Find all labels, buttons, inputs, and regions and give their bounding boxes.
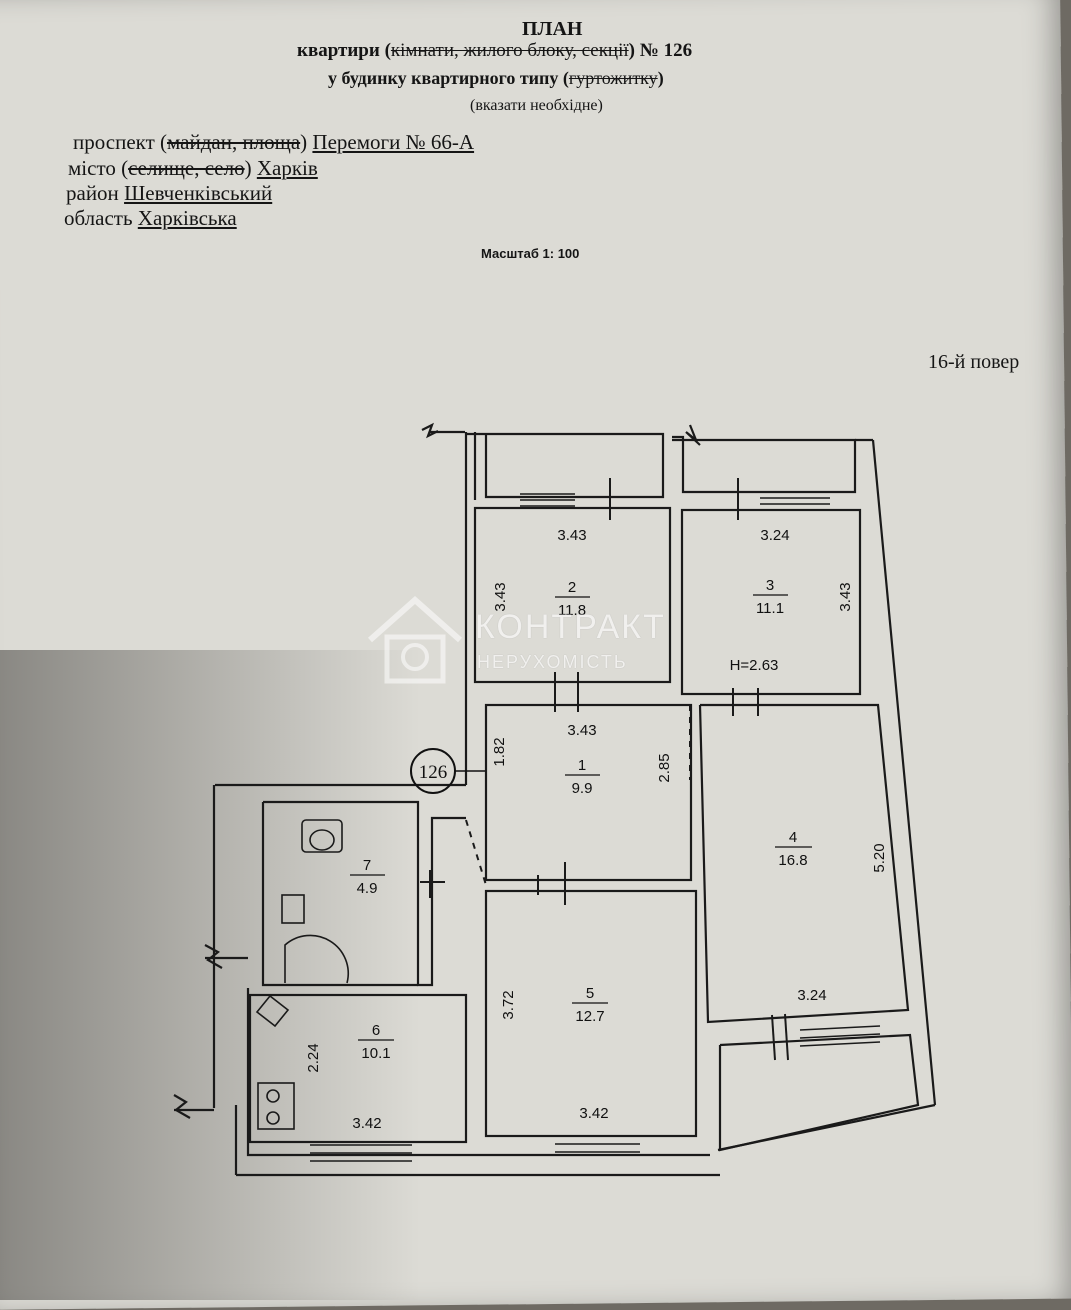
header-line2-struck: гуртожитку bbox=[568, 68, 658, 88]
fridge-icon bbox=[255, 994, 290, 1028]
room-1-area: 9.9 bbox=[572, 780, 593, 797]
header-line2-suffix: ) bbox=[657, 68, 664, 88]
dim-r5-side: 3.72 bbox=[500, 990, 517, 1019]
height-label: H=2.63 bbox=[730, 657, 779, 674]
watermark-line1: КОНТРАКТ bbox=[475, 608, 666, 646]
room-2-number: 2 bbox=[568, 579, 576, 596]
room-6-label: 6 10.1 bbox=[358, 1022, 394, 1062]
address-region: область Харківська bbox=[64, 206, 237, 231]
district-value: Шевченківський bbox=[124, 181, 273, 205]
room-7-label: 7 4.9 bbox=[350, 857, 385, 897]
address-city: місто (селище, село) Харків bbox=[68, 156, 318, 181]
city-struck: селище, село bbox=[128, 156, 245, 180]
dim-r1-left: 1.82 bbox=[491, 737, 508, 766]
plan-walls bbox=[173, 422, 937, 1177]
scale-label: Масштаб 1: 100 bbox=[481, 246, 580, 261]
room-1-label: 1 9.9 bbox=[565, 757, 600, 797]
room-7-area: 4.9 bbox=[357, 880, 378, 897]
stove-icon bbox=[257, 1082, 295, 1130]
street-close: ) bbox=[300, 130, 313, 154]
room-5-label: 5 12.7 bbox=[572, 985, 608, 1025]
floor-plan: 126 2 11.8 3 11.1 1 9.9 4 16.8 5 12.7 6 … bbox=[173, 422, 937, 1177]
plan-fixtures bbox=[255, 819, 350, 1130]
room-4-label: 4 16.8 bbox=[775, 829, 812, 869]
sink-icon bbox=[281, 894, 305, 924]
street-struck: майдан, площа bbox=[167, 130, 301, 154]
dim-r3-top: 3.24 bbox=[760, 527, 789, 544]
room-3-number: 3 bbox=[766, 577, 774, 594]
room-4-number: 4 bbox=[789, 829, 797, 846]
header-line1-prefix: квартири ( bbox=[297, 40, 391, 61]
address-district: район Шевченківський bbox=[66, 181, 272, 206]
shower-icon bbox=[284, 934, 350, 984]
toilet-icon bbox=[301, 819, 343, 853]
header-line2-prefix: у будинку квартирного типу ( bbox=[328, 68, 569, 88]
room-1-number: 1 bbox=[578, 757, 586, 774]
city-label: місто ( bbox=[68, 156, 129, 180]
dim-r1-right: 2.85 bbox=[656, 753, 673, 782]
room-4-area: 16.8 bbox=[778, 852, 807, 869]
plan-doors bbox=[420, 478, 789, 1061]
room-2-area: 11.8 bbox=[558, 602, 586, 619]
room-6-area: 10.1 bbox=[361, 1045, 390, 1062]
city-close: ) bbox=[244, 156, 257, 180]
header-line1-struck: кімнати, жилого блоку, секції bbox=[390, 40, 629, 61]
dim-r6-side: 2.24 bbox=[305, 1043, 322, 1072]
district-label: район bbox=[66, 181, 125, 205]
dim-r1-top: 3.43 bbox=[567, 722, 596, 739]
plan-title: ПЛАН bbox=[522, 18, 583, 40]
apartment-number: 126 bbox=[419, 762, 448, 783]
room-3-area: 11.1 bbox=[756, 600, 784, 617]
room-6-number: 6 bbox=[372, 1022, 380, 1039]
room-5-number: 5 bbox=[586, 985, 594, 1002]
watermark bbox=[365, 595, 475, 690]
watermark-line2: НЕРУХОМІСТЬ bbox=[477, 652, 628, 672]
dim-r2-top: 3.43 bbox=[557, 527, 586, 544]
address-street: проспект (майдан, площа) Перемоги № 66-А bbox=[73, 130, 474, 155]
region-label: область bbox=[64, 206, 138, 230]
dim-r3-side: 3.43 bbox=[837, 582, 854, 611]
room-3-label: 3 11.1 bbox=[753, 577, 788, 617]
street-label: проспект ( bbox=[73, 130, 167, 154]
dim-r5-bottom: 3.42 bbox=[579, 1105, 608, 1122]
dim-r4-bottom: 3.24 bbox=[797, 987, 826, 1004]
room-2-label: 2 11.8 bbox=[555, 579, 590, 619]
header-line1-suffix: ) № 126 bbox=[628, 40, 693, 61]
floor-label: 16-й повер bbox=[928, 351, 1020, 373]
dim-r4-side: 5.20 bbox=[871, 843, 888, 872]
header-line-building: у будинку квартирного типу (гуртожитку) bbox=[328, 68, 664, 89]
plan-windows bbox=[310, 491, 881, 1162]
header-line-apartment: квартири (кімнати, жилого блоку, секції)… bbox=[297, 40, 692, 62]
house-logo-icon bbox=[368, 595, 462, 684]
region-value: Харківська bbox=[137, 206, 237, 230]
plan-openings bbox=[465, 705, 691, 886]
header-note: (вказати необхідне) bbox=[470, 97, 603, 114]
street-value: Перемоги № 66-А bbox=[312, 130, 475, 154]
room-7-number: 7 bbox=[363, 857, 371, 874]
dim-r6-bottom: 3.42 bbox=[352, 1115, 381, 1132]
dim-r2-side: 3.43 bbox=[492, 582, 509, 611]
city-value: Харків bbox=[256, 156, 318, 180]
room-5-area: 12.7 bbox=[575, 1008, 604, 1025]
